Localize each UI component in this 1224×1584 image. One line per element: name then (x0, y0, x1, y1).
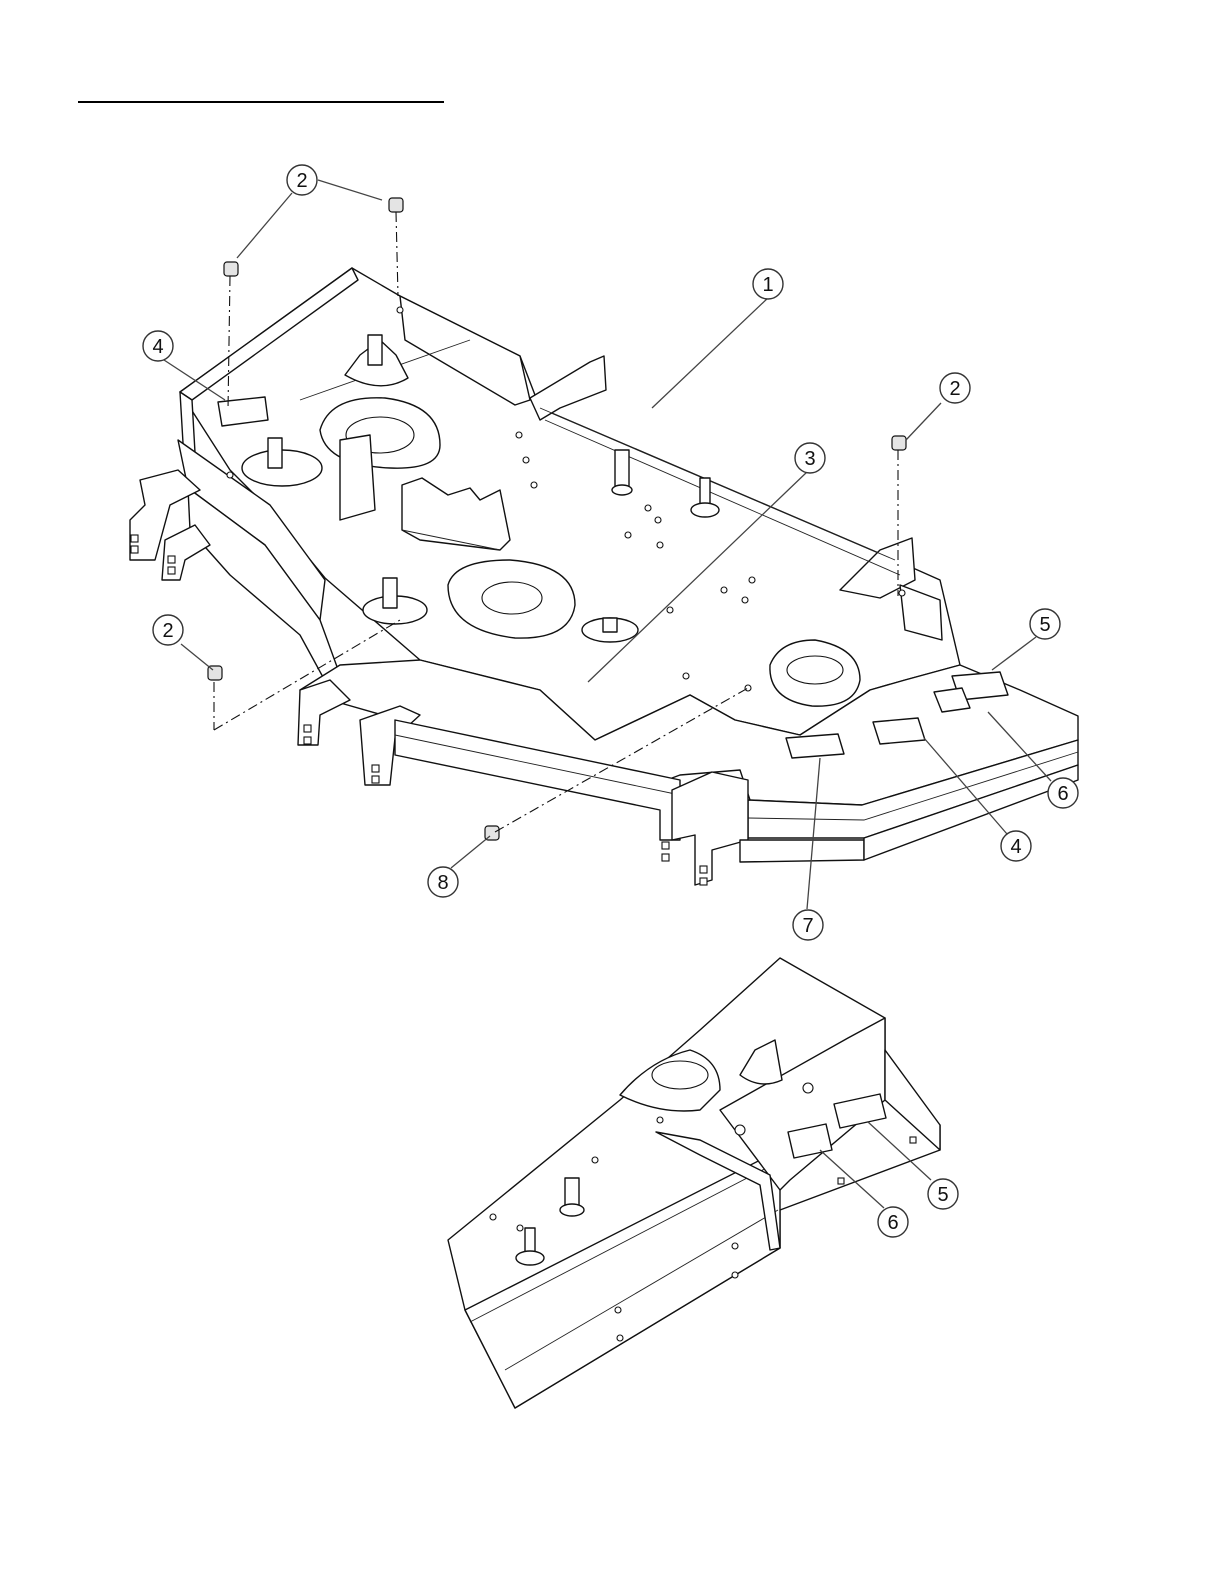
callout-label: 1 (762, 274, 773, 296)
callout-4-rear: 4 (143, 331, 173, 361)
callout-label: 3 (804, 448, 815, 470)
decal-7 (786, 734, 844, 758)
callout-label: 4 (1010, 836, 1021, 858)
callout-label: 6 (887, 1212, 898, 1234)
callout-2-top: 2 (287, 165, 317, 195)
callout-label: 7 (802, 915, 813, 937)
detail-view (448, 958, 940, 1408)
callout-5-main: 5 (1030, 609, 1060, 639)
callout-8: 8 (428, 867, 458, 897)
callout-7: 7 (793, 910, 823, 940)
callout-2-left: 2 (153, 615, 183, 645)
callout-label: 6 (1057, 783, 1068, 805)
callout-label: 8 (437, 872, 448, 894)
decal-4-front (873, 718, 925, 744)
callout-label: 2 (296, 170, 307, 192)
callout-label: 5 (1039, 614, 1050, 636)
callout-label: 4 (152, 336, 163, 358)
callout-4-front: 4 (1001, 831, 1031, 861)
callout-3: 3 (795, 443, 825, 473)
callout-6-detail: 6 (878, 1207, 908, 1237)
callout-6-main: 6 (1048, 778, 1078, 808)
callout-1: 1 (753, 269, 783, 299)
callout-label: 2 (949, 378, 960, 400)
decal-4-rear (218, 397, 268, 426)
callout-5-detail: 5 (928, 1179, 958, 1209)
callout-label: 2 (162, 620, 173, 642)
callout-label: 5 (937, 1184, 948, 1206)
callout-2-right: 2 (940, 373, 970, 403)
